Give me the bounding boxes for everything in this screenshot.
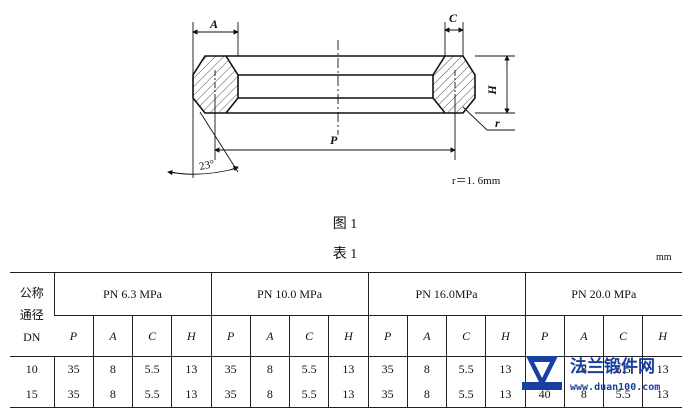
sub-header-h: H bbox=[171, 315, 212, 357]
watermark-logo: 法兰锻件网 www.duan100.com bbox=[522, 356, 660, 393]
value-cell: 5.5 bbox=[446, 356, 486, 382]
sub-header-p: P bbox=[210, 315, 251, 357]
watermark-emblem-icon bbox=[522, 356, 562, 390]
label-angle: 23° bbox=[198, 158, 216, 173]
value-cell: 5.5 bbox=[131, 382, 172, 408]
value-cell: 8 bbox=[249, 356, 290, 382]
value-cell: 35 bbox=[367, 356, 408, 382]
sub-header-c: C bbox=[603, 315, 643, 357]
value-cell: 13 bbox=[171, 382, 212, 408]
right-section bbox=[432, 55, 476, 114]
value-cell: 35 bbox=[53, 356, 94, 382]
dn-header-line2: 通径 bbox=[19, 307, 44, 322]
value-cell: 5.5 bbox=[603, 356, 643, 382]
group-header-pn200: PN 20.0 MPa bbox=[524, 272, 683, 316]
value-cell: 8 bbox=[563, 382, 604, 408]
sub-header-a: A bbox=[92, 315, 133, 357]
label-h: H bbox=[485, 85, 499, 96]
sub-header-p: P bbox=[524, 315, 565, 357]
value-cell: 8 bbox=[406, 382, 447, 408]
sub-header-a: A bbox=[563, 315, 604, 357]
value-cell: 35 bbox=[210, 356, 251, 382]
dn-header-line3: DN bbox=[23, 329, 41, 344]
value-cell: 5.5 bbox=[289, 382, 329, 408]
watermark-url: www.duan100.com bbox=[570, 382, 660, 393]
label-p: P bbox=[330, 133, 338, 147]
value-cell: 8 bbox=[563, 356, 604, 382]
radius-note: r＝1. 6mm bbox=[452, 175, 501, 187]
dn-cell: 15 bbox=[10, 382, 54, 408]
sub-header-p: P bbox=[367, 315, 408, 357]
value-cell: 5.5 bbox=[131, 356, 172, 382]
dimension-table: 公称 通径 DN PN 6.3 MPa PN 10.0 MPa PN 16.0M… bbox=[10, 272, 683, 408]
value-cell: 13 bbox=[642, 356, 683, 382]
value-cell: 5.5 bbox=[289, 356, 329, 382]
ring-gasket-drawing: A C H P r 23° r＝1. 6mm bbox=[167, 11, 515, 187]
figure-caption: 图 1 bbox=[332, 217, 358, 232]
value-cell: 13 bbox=[328, 382, 369, 408]
value-cell: 13 bbox=[485, 382, 526, 408]
value-cell: 35 bbox=[367, 382, 408, 408]
value-cell: 5.5 bbox=[603, 382, 643, 408]
group-header-pn100: PN 10.0 MPa bbox=[210, 272, 369, 316]
table-caption: 表 1 bbox=[332, 247, 358, 262]
sub-header-c: C bbox=[289, 315, 329, 357]
sub-header-c: C bbox=[446, 315, 486, 357]
sub-header-h: H bbox=[485, 315, 526, 357]
watermark-brand: 法兰锻件网 bbox=[570, 356, 655, 377]
label-r: r bbox=[495, 116, 500, 130]
sub-header-a: A bbox=[406, 315, 447, 357]
sub-header-h: H bbox=[328, 315, 369, 357]
value-cell: 8 bbox=[406, 356, 447, 382]
value-cell: 13 bbox=[171, 356, 212, 382]
value-cell: 8 bbox=[249, 382, 290, 408]
group-header-pn63: PN 6.3 MPa bbox=[53, 272, 212, 316]
value-cell: 8 bbox=[92, 382, 133, 408]
value-cell: 13 bbox=[642, 382, 683, 408]
label-a: A bbox=[209, 17, 218, 31]
left-section bbox=[192, 55, 239, 114]
sub-header-c: C bbox=[131, 315, 172, 357]
value-cell: 13 bbox=[328, 356, 369, 382]
dn-cell: 10 bbox=[25, 362, 38, 376]
value-cell: 8 bbox=[92, 356, 133, 382]
value-cell: 35 bbox=[210, 382, 251, 408]
dn-header-line1: 公称 bbox=[19, 285, 44, 300]
value-cell: 5.5 bbox=[446, 382, 486, 408]
value-cell: 35 bbox=[53, 382, 94, 408]
sub-header-p: P bbox=[54, 315, 94, 357]
sub-header-h: H bbox=[642, 315, 683, 357]
label-c: C bbox=[449, 11, 458, 25]
sub-header-a: A bbox=[249, 315, 290, 357]
group-header-pn160: PN 16.0MPa bbox=[367, 272, 526, 316]
value-cell: 13 bbox=[485, 356, 526, 382]
dn-header: 公称 通径 DN bbox=[10, 272, 54, 357]
unit-label: mm bbox=[656, 252, 672, 263]
